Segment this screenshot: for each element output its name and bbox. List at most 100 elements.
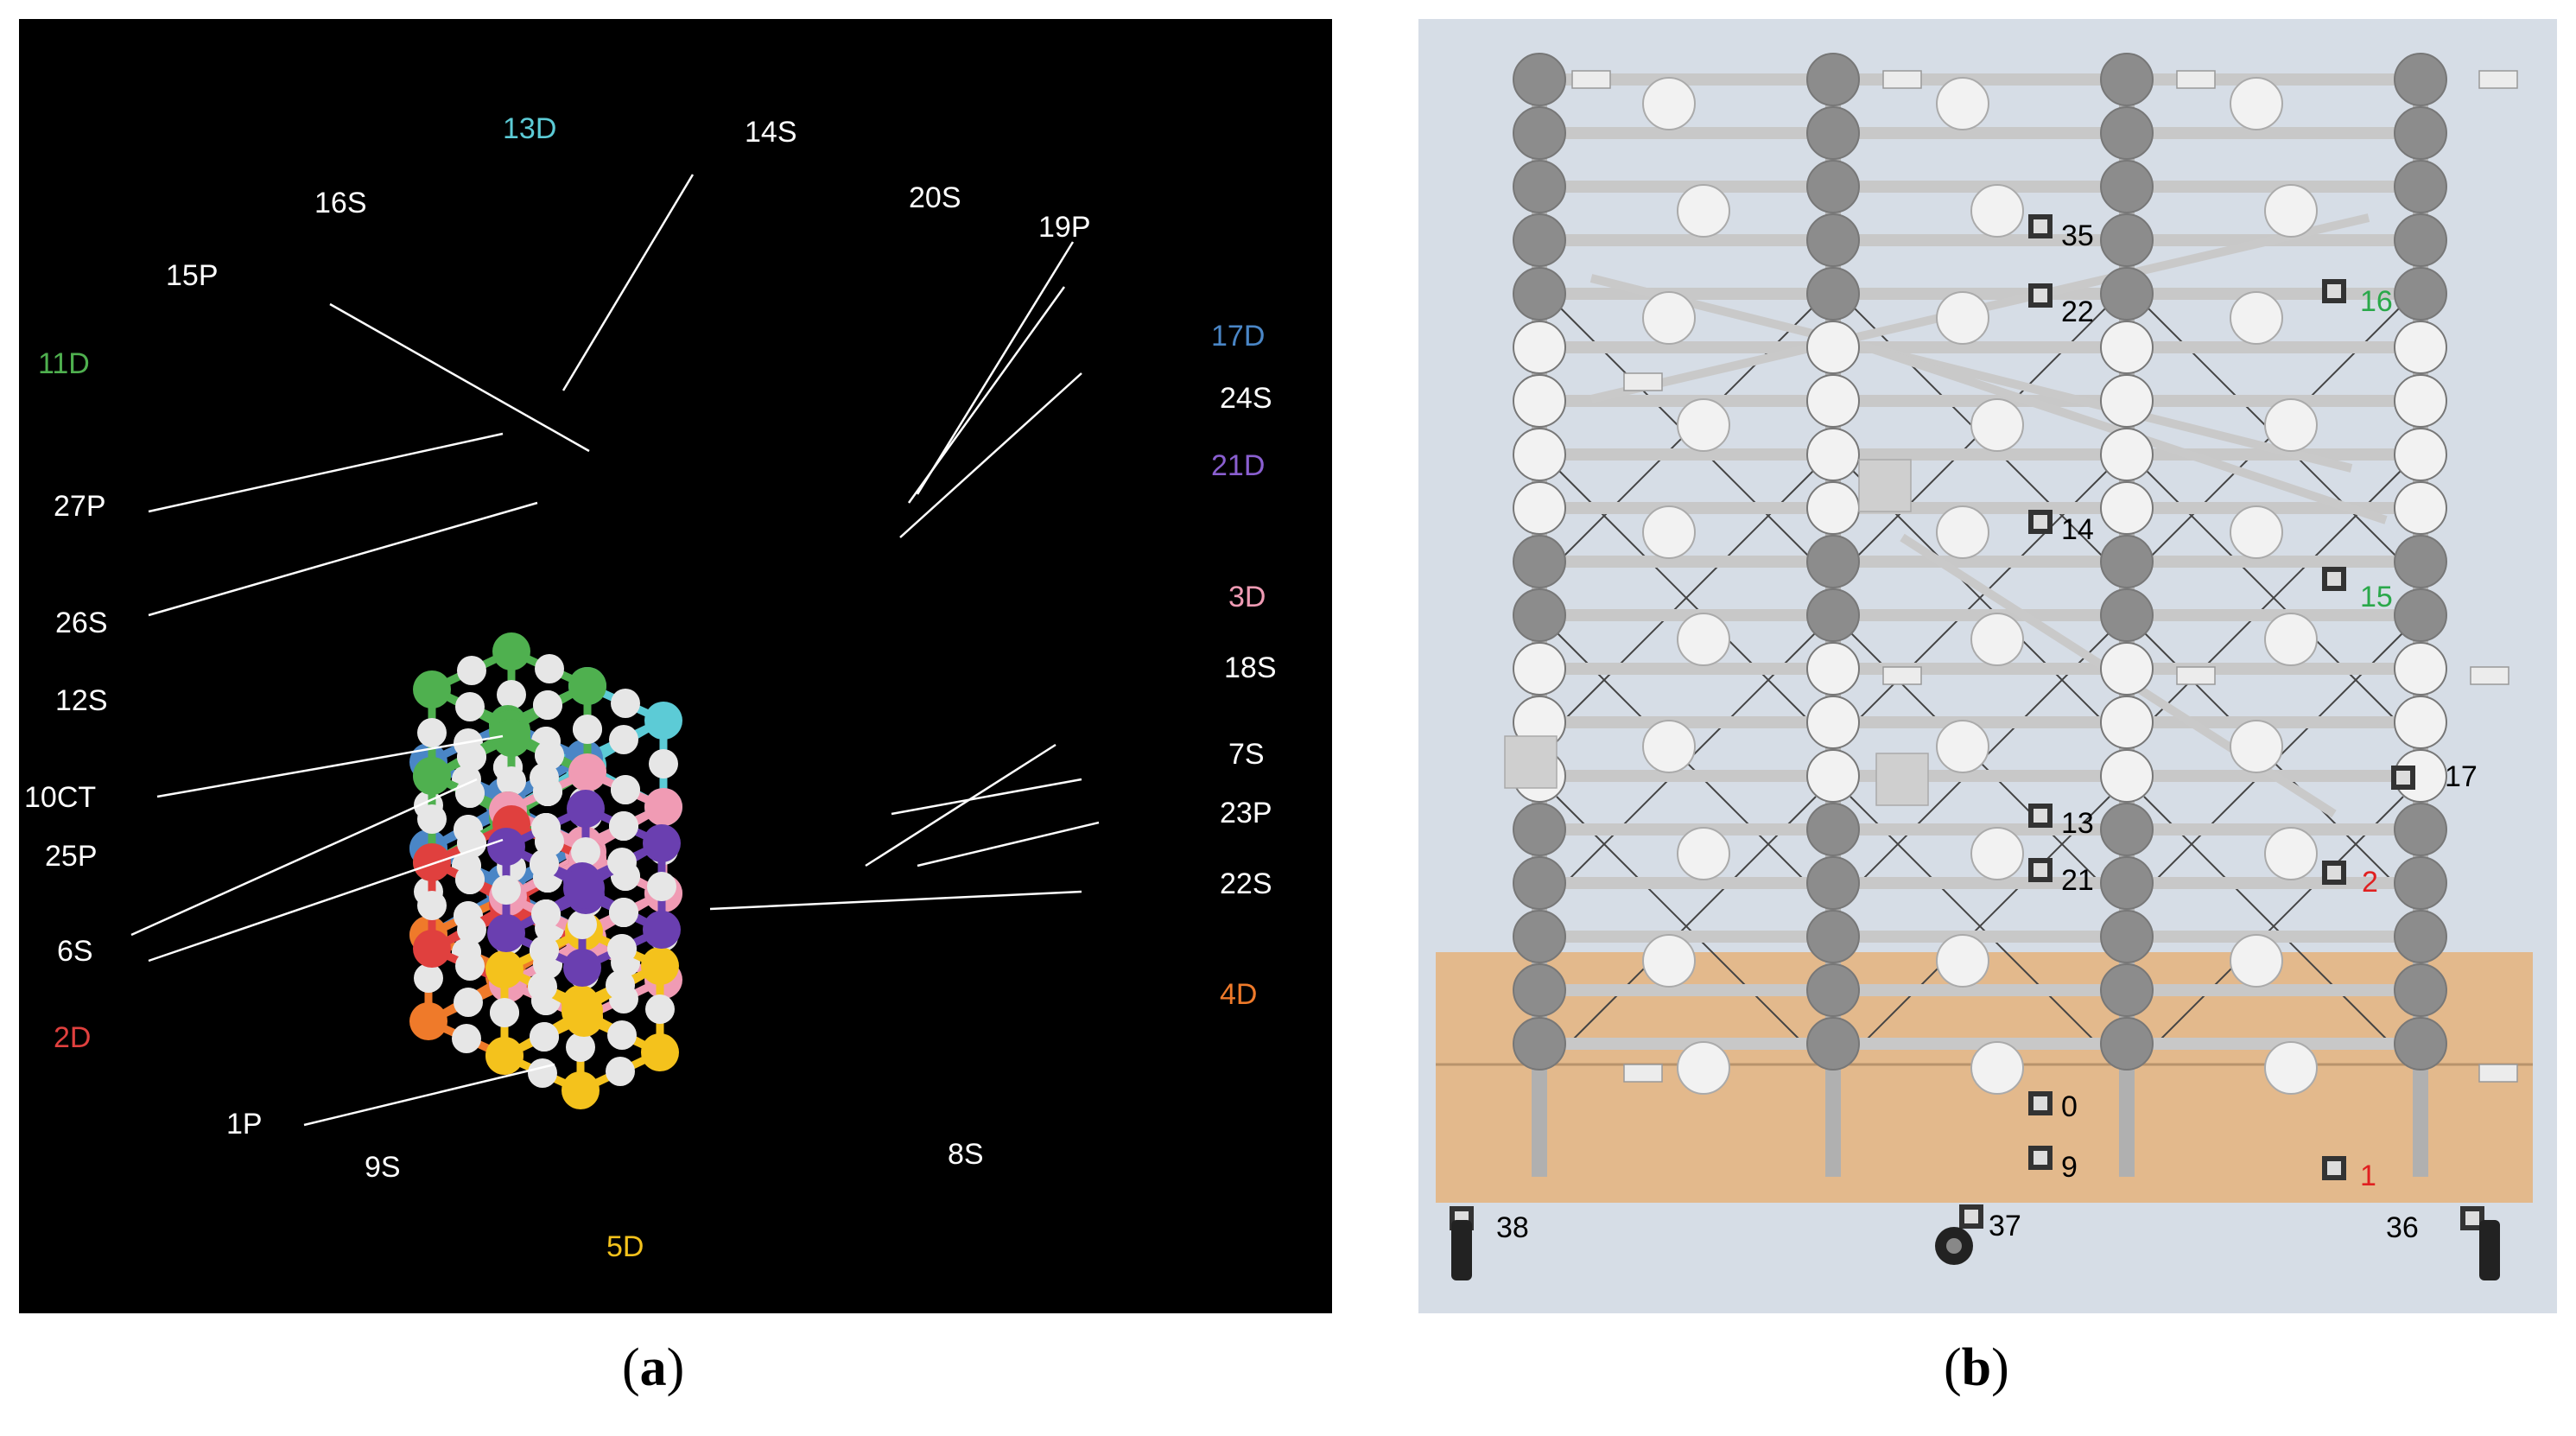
column-sphere	[2100, 535, 2154, 588]
white-node	[611, 775, 640, 804]
white-node	[530, 1022, 559, 1052]
white-node	[455, 865, 485, 894]
column-sphere	[1806, 106, 1860, 160]
column-sphere	[1806, 642, 1860, 696]
marker-label-17: 17	[2445, 760, 2478, 793]
pointer-line	[329, 302, 590, 453]
rod	[1531, 234, 2429, 246]
column-sphere	[1513, 1017, 1566, 1071]
pointer-line	[709, 890, 1082, 911]
column-sphere	[2394, 481, 2447, 535]
pointer-line	[148, 432, 504, 513]
rod	[1531, 127, 2429, 139]
white-node	[607, 848, 637, 877]
rod	[1531, 181, 2429, 193]
colored-node	[492, 632, 530, 670]
column-sphere	[1806, 160, 1860, 213]
column-sphere	[2100, 696, 2154, 749]
marker-label-35: 35	[2061, 219, 2094, 252]
midspan-sphere	[1936, 505, 1989, 559]
colored-node	[643, 824, 681, 862]
column-sphere	[2100, 856, 2154, 910]
colored-node	[485, 950, 523, 988]
column-sphere	[1513, 428, 1566, 481]
marker-label-37: 37	[1989, 1210, 2021, 1242]
white-node	[497, 766, 526, 796]
white-node	[497, 680, 526, 709]
column-sphere	[1806, 803, 1860, 856]
midspan-sphere	[1642, 720, 1696, 773]
label-1p: 1P	[226, 1108, 263, 1141]
caster-wheel	[2479, 1220, 2500, 1280]
column-sphere	[2394, 1017, 2447, 1071]
label-12s: 12S	[55, 684, 108, 717]
column-sphere	[1513, 856, 1566, 910]
white-node	[457, 829, 486, 858]
white-node	[611, 689, 640, 718]
column-sphere	[2100, 106, 2154, 160]
rod	[1531, 770, 2429, 782]
column-sphere	[1806, 696, 1860, 749]
midspan-sphere	[2230, 505, 2283, 559]
marker-label-36: 36	[2386, 1211, 2419, 1244]
label-19p: 19P	[1038, 211, 1091, 244]
white-node	[535, 740, 564, 770]
marker-label-15: 15	[2360, 581, 2393, 613]
midspan-sphere	[1677, 613, 1730, 666]
connector-block	[2478, 1064, 2518, 1083]
column-sphere	[2100, 213, 2154, 267]
pointer-line	[865, 743, 1056, 867]
colored-node	[563, 949, 601, 987]
rod	[1531, 1038, 2429, 1050]
white-node	[607, 934, 637, 963]
column-sphere	[1513, 481, 1566, 535]
colored-node	[487, 914, 525, 952]
midspan-sphere	[1970, 398, 2024, 452]
colored-node	[568, 667, 606, 705]
pointer-line	[907, 286, 1066, 504]
white-node	[647, 872, 676, 901]
colored-node	[641, 947, 679, 985]
white-node	[649, 749, 678, 778]
midspan-sphere	[1936, 77, 1989, 130]
midspan-sphere	[2264, 613, 2318, 666]
midspan-sphere	[1970, 1041, 2024, 1095]
label-13d: 13D	[503, 112, 556, 145]
panel-plate	[1875, 753, 1929, 806]
midspan-sphere	[1677, 398, 1730, 452]
column-sphere	[2394, 53, 2447, 106]
white-node	[531, 899, 561, 929]
rod	[1531, 984, 2429, 996]
column-sphere	[2100, 481, 2154, 535]
connector-block	[1623, 1064, 1663, 1083]
pointer-line	[891, 778, 1082, 816]
marker-tag-inner	[2034, 863, 2047, 877]
pointer-line	[562, 174, 695, 391]
pointer-lines	[130, 174, 1100, 1127]
midspan-sphere	[1936, 720, 1989, 773]
column-sphere	[2394, 267, 2447, 321]
column-sphere	[1513, 535, 1566, 588]
rod	[1531, 609, 2429, 621]
white-node	[417, 718, 447, 747]
marker-label-16: 16	[2360, 285, 2393, 318]
column-sphere	[1513, 267, 1566, 321]
rod	[1531, 502, 2429, 514]
midspan-sphere	[1936, 934, 1989, 988]
column-sphere	[1806, 588, 1860, 642]
marker-tags	[1450, 214, 2484, 1230]
wheels	[1451, 1220, 2500, 1280]
rod	[1531, 877, 2429, 889]
brace-line	[1556, 796, 1817, 1057]
colored-node	[644, 788, 682, 826]
label-24s: 24S	[1220, 382, 1272, 415]
white-node	[457, 656, 486, 685]
connector-blocks	[1504, 70, 2518, 1083]
pointer-line	[916, 241, 1075, 495]
colored-node	[562, 1071, 600, 1109]
label-21d: 21D	[1211, 449, 1265, 482]
white-node	[609, 898, 638, 927]
midspan-sphere	[2264, 827, 2318, 880]
label-4d: 4D	[1220, 978, 1257, 1011]
